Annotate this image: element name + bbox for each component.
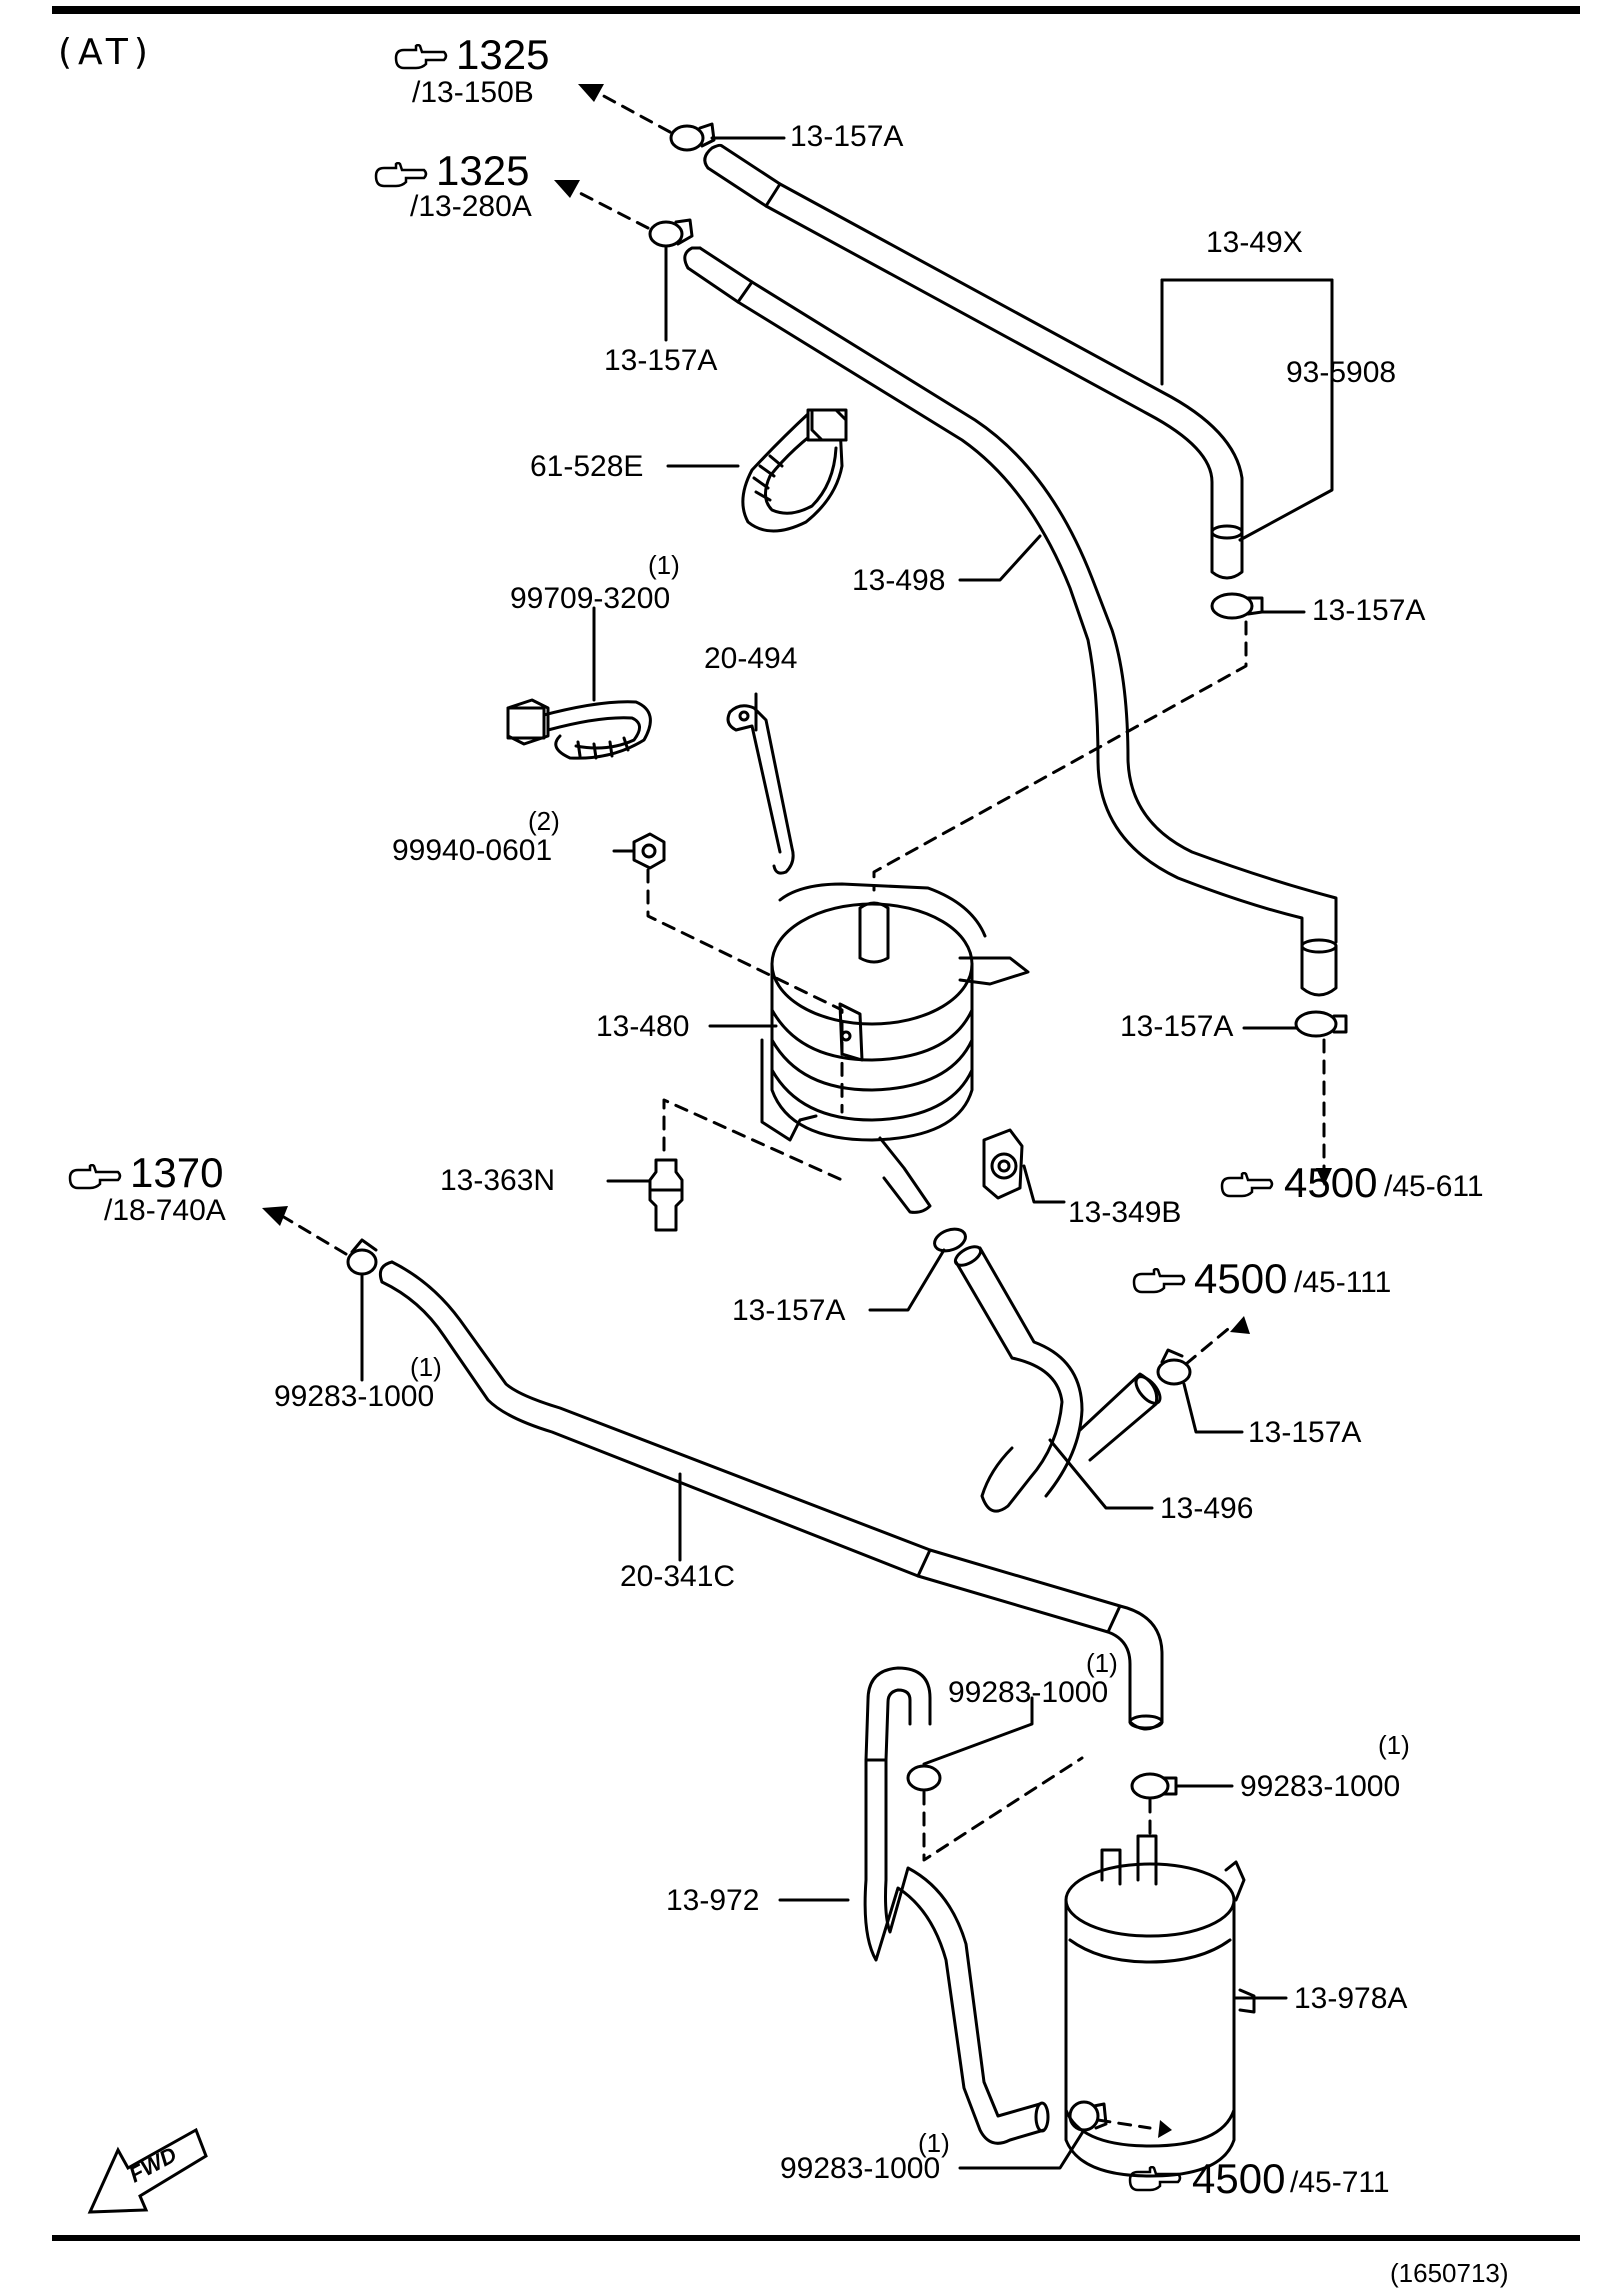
- hose-13-49x: [703, 143, 1244, 580]
- nut-99940-0601: [632, 832, 666, 870]
- qty-99283-1000: (1): [918, 2128, 950, 2158]
- diagram-code: (1650713): [1390, 2258, 1509, 2288]
- part-label-13-49x[interactable]: 13-49X: [1206, 226, 1303, 259]
- part-label-99709-3200[interactable]: 99709-3200: [510, 582, 671, 615]
- ref-top2-page: 1325: [436, 147, 530, 194]
- part-label-13-363n[interactable]: 13-363N: [440, 1164, 556, 1197]
- part-label-99283-1000[interactable]: 99283-1000: [948, 1676, 1109, 1709]
- pointing-hand-icon: [394, 44, 448, 70]
- pointing-hand-icon: [1128, 2166, 1182, 2192]
- part-label-13-972[interactable]: 13-972: [666, 1884, 760, 1917]
- part-label-13-349b[interactable]: 13-349B: [1068, 1196, 1182, 1229]
- hose-13-498: [683, 246, 1338, 997]
- ref-right2-page: 4500: [1194, 1255, 1288, 1302]
- part-label-20-341c[interactable]: 20-341C: [620, 1560, 736, 1593]
- hose-20-341c: [378, 1260, 1164, 1731]
- part-label-13-157a[interactable]: 13-157A: [1120, 1010, 1234, 1043]
- qty-99940-0601: (2): [528, 806, 560, 836]
- clamp-99709-3200: [506, 698, 652, 760]
- clamp-13-157a-mid: [1210, 592, 1264, 620]
- ref-right1-sub: /45-611: [1384, 1170, 1484, 1203]
- ref-right2-sub: /45-111: [1294, 1266, 1392, 1299]
- part-label-99940-0601[interactable]: 99940-0601: [392, 834, 553, 867]
- qty-99283-1000: (1): [1378, 1730, 1410, 1760]
- clamp-99283-1000-mid: [906, 1764, 942, 1792]
- clamp-99283-1000-left: [346, 1238, 378, 1276]
- ref-top1-sub: /13-150B: [412, 76, 534, 109]
- qty-99283-1000: (1): [1086, 1648, 1118, 1678]
- part-label-93-5908[interactable]: 93-5908: [1286, 356, 1397, 389]
- hose-13-496: [953, 1245, 1162, 1513]
- dashed-connections: [280, 92, 1326, 2130]
- part-label-99283-1000[interactable]: 99283-1000: [1240, 1770, 1401, 1803]
- pointing-hand-icon: [1220, 1172, 1274, 1198]
- part-label-13-157a[interactable]: 13-157A: [1248, 1416, 1362, 1449]
- pointing-hand-icon: [1132, 1268, 1186, 1294]
- clamp-99283-1000-right: [1130, 1772, 1178, 1800]
- clamp-61-528e: [741, 408, 848, 533]
- part-label-13-157a[interactable]: 13-157A: [1312, 594, 1426, 627]
- valve-13-363n: [648, 1158, 684, 1232]
- ref-top1-page: 1325: [456, 31, 550, 78]
- part-label-13-498[interactable]: 13-498: [852, 564, 946, 597]
- ref-right1-page: 4500: [1284, 1159, 1378, 1206]
- ref-top2-sub: /13-280A: [410, 190, 532, 223]
- clamp-13-157a-right: [1294, 1010, 1348, 1038]
- part-label-13-157a[interactable]: 13-157A: [790, 120, 904, 153]
- ref-left-page: 1370: [130, 1149, 224, 1196]
- part-label-13-157a[interactable]: 13-157A: [732, 1294, 846, 1327]
- clamp-13-157a-lower: [933, 1227, 967, 1253]
- clamp-13-157a-top1: [669, 122, 716, 152]
- part-label-13-978a[interactable]: 13-978A: [1294, 1982, 1408, 2015]
- part-label-99283-1000[interactable]: 99283-1000: [274, 1380, 435, 1413]
- switch-13-349b: [982, 1128, 1024, 1200]
- clamp-99283-1000-bottom: [1068, 2100, 1108, 2132]
- part-label-13-157a[interactable]: 13-157A: [604, 344, 718, 377]
- canister-13-480: [760, 882, 1030, 1214]
- clamp-13-157a-top2: [648, 218, 694, 248]
- part-label-13-480[interactable]: 13-480: [596, 1010, 690, 1043]
- leader-lines: [360, 136, 1334, 2170]
- qty-99709-3200: (1): [648, 550, 680, 580]
- part-label-20-494[interactable]: 20-494: [704, 642, 798, 675]
- fwd-arrow-icon: [87, 2127, 208, 2214]
- variant-label: (AT): [58, 32, 154, 73]
- pointing-hand-icon: [68, 1164, 122, 1190]
- bracket-20-494: [726, 704, 795, 875]
- ref-bottom-page: 4500: [1192, 2155, 1286, 2202]
- part-label-13-496[interactable]: 13-496: [1160, 1492, 1254, 1525]
- arrowheads: [262, 84, 1332, 2138]
- pointing-hand-icon: [374, 162, 428, 188]
- part-label-99283-1000[interactable]: 99283-1000: [780, 2152, 941, 2185]
- clamp-13-157a-lower-right: [1156, 1348, 1192, 1386]
- part-label-61-528e[interactable]: 61-528E: [530, 450, 644, 483]
- qty-99283-1000: (1): [410, 1352, 442, 1382]
- ref-left-sub: /18-740A: [104, 1194, 226, 1227]
- ref-bottom-sub: /45-711: [1290, 2166, 1390, 2199]
- hose-13-972: [863, 1666, 1050, 2145]
